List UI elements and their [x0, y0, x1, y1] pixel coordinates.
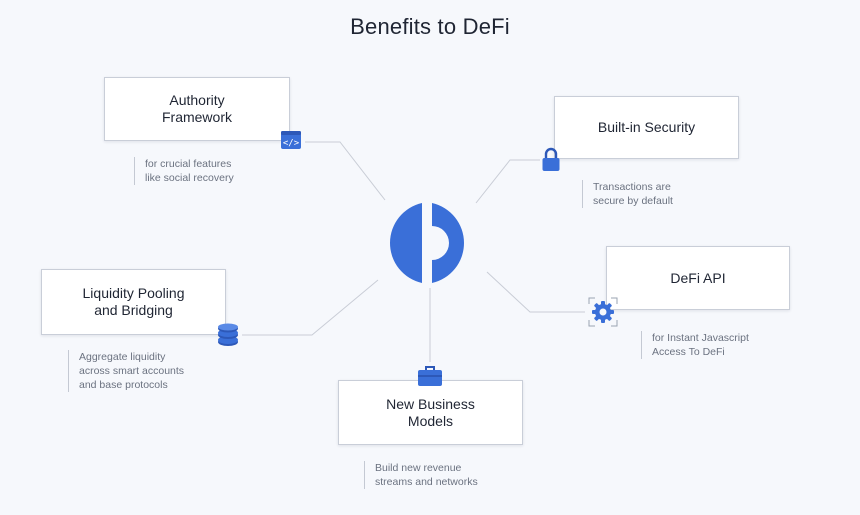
node-new-business-models: New Business Models: [338, 380, 523, 445]
node-defi-api: DeFi API: [606, 246, 790, 310]
node-description: Build new revenue streams and networks: [364, 461, 478, 489]
node-label: Liquidity Pooling: [82, 285, 185, 301]
connector-authority: [305, 141, 386, 201]
connector-security: [475, 159, 540, 204]
node-description: for Instant Javascript Access To DeFi: [641, 331, 749, 359]
node-liquidity-pooling: Liquidity Pooling and Bridging: [41, 269, 226, 335]
diagram-title: Benefits to DeFi: [350, 14, 510, 39]
coin-stack-icon: [216, 323, 240, 347]
node-label: DeFi API: [670, 269, 726, 286]
connector-liquidity: [242, 279, 379, 336]
defi-logo-icon: [390, 203, 464, 283]
node-label: Models: [407, 412, 454, 429]
node-label: Built-in Security: [597, 119, 696, 135]
svg-text:</>: </>: [283, 139, 300, 149]
node-label: New Business: [386, 395, 475, 412]
code-window-icon: </>: [280, 130, 302, 150]
node-built-in-security: Built-in Security: [554, 96, 739, 159]
node-label: Authority: [169, 92, 225, 108]
gear-icon: [587, 296, 619, 328]
node-description: Transactions are secure by default: [582, 180, 673, 208]
node-description: for crucial features like social recover…: [134, 157, 234, 185]
node-label: and Bridging: [94, 302, 173, 318]
node-label: Framework: [161, 109, 232, 125]
node-authority-framework: Authority Framework: [104, 77, 290, 141]
lock-icon: [541, 147, 561, 173]
connector-api: [486, 271, 585, 313]
briefcase-icon: [417, 364, 443, 388]
node-description: Aggregate liquidity across smart account…: [68, 350, 184, 392]
